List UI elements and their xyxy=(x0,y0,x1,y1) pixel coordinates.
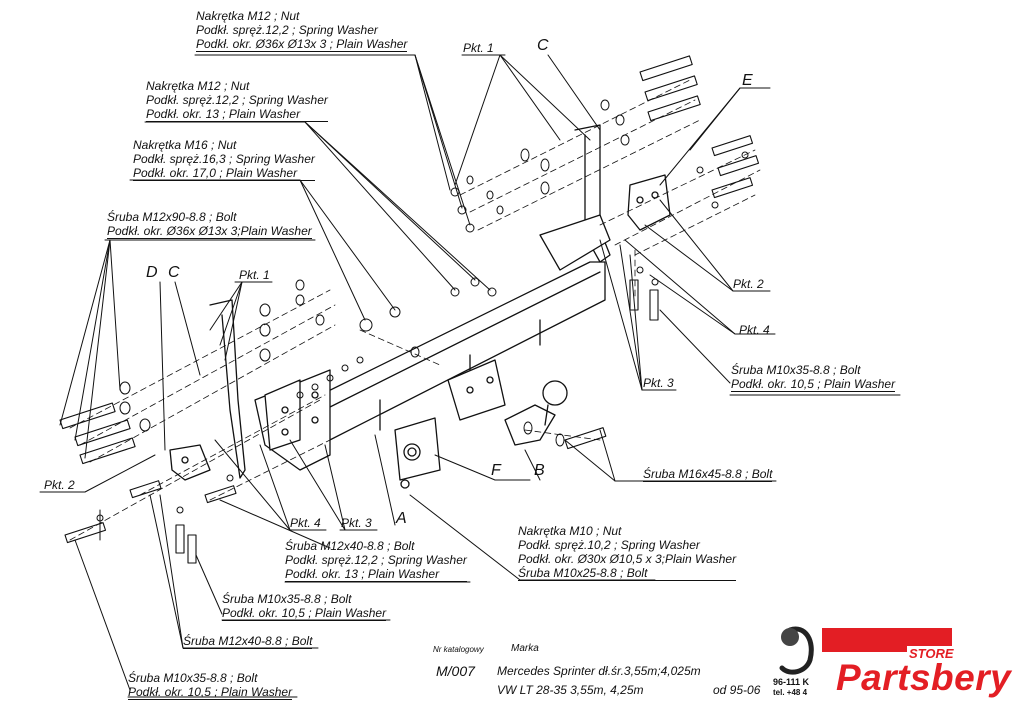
logo-brand: Partsbery xyxy=(836,657,1012,698)
catalog-marka-label: Marka xyxy=(511,643,539,654)
right-bracket-c xyxy=(539,124,611,271)
label-pkt4-right: Pkt. 4 xyxy=(739,323,770,337)
label-part-b: B xyxy=(534,462,545,479)
label-part-a: A xyxy=(396,510,407,527)
bolts-top-right xyxy=(639,55,760,199)
label-bolt-m10x35-left: Śruba M10x35-8.8 ; Bolt Podkł. okr. 10,5… xyxy=(128,671,293,700)
label-part-c-left: C xyxy=(168,264,180,281)
catalog-line2: VW LT 28-35 3,55m, 4,25m xyxy=(497,683,644,697)
right-bracket-e xyxy=(627,174,671,231)
label-bolt-m12x40-center: Śruba M12x40-8.8 ; Bolt Podkł. spręż.12,… xyxy=(285,539,467,582)
catalog-number: M/007 xyxy=(436,663,475,679)
center-plate xyxy=(447,359,506,421)
label-pkt2-left: Pkt. 2 xyxy=(44,478,75,492)
label-bolt-m12x40-left: Śruba M12x40-8.8 ; Bolt xyxy=(183,634,313,649)
socket-plate xyxy=(394,417,441,489)
label-part-f: F xyxy=(491,462,501,479)
logo-phone-b: tel. +48 4 xyxy=(773,688,808,697)
left-clamp xyxy=(169,444,211,481)
label-nut-m16: Nakrętka M16 ; Nut Podkł. spręż.16,3 ; S… xyxy=(133,138,315,181)
label-nut-m10: Nakrętka M10 ; Nut Podkł. spręż.10,2 ; S… xyxy=(518,524,737,581)
catalog-line1: Mercedes Sprinter dł.śr.3,55m;4,025m xyxy=(497,664,701,678)
label-nut-m12-13: Nakrętka M12 ; Nut Podkł. spręż.12,2 ; S… xyxy=(146,79,328,122)
label-part-e: E xyxy=(742,72,753,89)
catalog-nr-label: Nr katalogowy xyxy=(433,645,484,654)
label-pkt1-top: Pkt. 1 xyxy=(463,41,494,55)
logo-store: STORE xyxy=(907,646,956,661)
nuts-washers xyxy=(96,99,749,522)
vertical-bolts xyxy=(175,279,659,564)
catalog-since: od 95-06 xyxy=(713,683,761,697)
tow-ball xyxy=(504,380,568,446)
label-pkt1-left: Pkt. 1 xyxy=(239,268,270,282)
logo-phone-a: 96-111 K xyxy=(773,677,810,687)
label-pkt4-center: Pkt. 4 xyxy=(290,516,321,530)
left-bracket-c xyxy=(209,299,246,479)
label-pkt3-right: Pkt. 3 xyxy=(643,376,674,390)
label-bolt-m10x35-right: Śruba M10x35-8.8 ; Bolt Podkł. okr. 10,5… xyxy=(731,363,896,392)
label-bolt-m12x90: Śruba M12x90-8.8 ; Bolt Podkł. okr. Ø36x… xyxy=(107,210,312,239)
label-part-c-top: C xyxy=(537,37,549,54)
label-nut-m12-plain: Nakrętka M12 ; Nut Podkł. spręż.12,2 ; S… xyxy=(196,9,408,52)
label-pkt2-right: Pkt. 2 xyxy=(733,277,764,291)
assembly-axis-lines xyxy=(69,79,761,541)
left-bracket-d xyxy=(254,369,331,471)
label-bolt-m10x35-mid: Śruba M10x35-8.8 ; Bolt Podkł. okr. 10,5… xyxy=(222,592,387,621)
label-pkt3-center: Pkt. 3 xyxy=(341,516,372,530)
label-bolt-m16x45: Śruba M16x45-8.8 ; Bolt xyxy=(643,467,773,482)
label-part-d: D xyxy=(146,264,158,281)
